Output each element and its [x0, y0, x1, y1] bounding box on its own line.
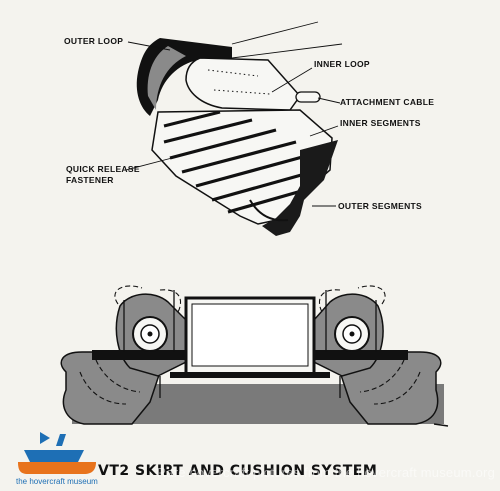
- ground-tick: [433, 423, 449, 427]
- hull-deck-right: [312, 350, 408, 360]
- dotted-seam-1: [207, 69, 259, 77]
- hull-deck-left: [92, 350, 188, 360]
- outer-loop-band: [147, 46, 186, 110]
- dotted-seam-2: [213, 89, 271, 95]
- right-fan-hub: [349, 331, 355, 337]
- label-quick-release: QUICK RELEASE: [66, 164, 140, 174]
- outer-segments-fold: [249, 199, 289, 222]
- logo-craft-body: [24, 450, 84, 462]
- inner-loop-shape: [185, 57, 301, 111]
- logo-fin-icon: [56, 434, 66, 446]
- skirt-cutaway-drawing: [125, 21, 343, 236]
- attachment-cable-roll: [295, 91, 321, 103]
- support-struts: [123, 290, 377, 398]
- logo-flag-icon: [40, 432, 50, 444]
- base-beam: [170, 372, 330, 378]
- outer-segments-shape: [262, 140, 338, 236]
- leader-lines: [125, 21, 343, 207]
- label-inner-loop: INNER LOOP: [314, 59, 370, 69]
- diagram-title: VT2 SKIRT AND CUSHION SYSTEM: [98, 463, 378, 479]
- cushion-cross-section: [60, 285, 449, 427]
- label-attachment-cable: ATTACHMENT CABLE: [340, 97, 434, 107]
- logo-skirt: [18, 462, 96, 474]
- dashed-skirt-outlines: [79, 285, 421, 405]
- label-inner-segments: INNER SEGMENTS: [340, 118, 421, 128]
- watermark-text: Rare hovercraft pictures from the hoverc…: [156, 465, 495, 480]
- hovercraft-museum-logo: [18, 432, 96, 474]
- logo-caption[interactable]: the hovercraft museum: [16, 477, 98, 486]
- label-fastener: FASTENER: [66, 175, 114, 185]
- left-fan-hub: [147, 331, 153, 337]
- label-outer-loop: OUTER LOOP: [64, 36, 123, 46]
- cabin-window: [191, 303, 309, 367]
- label-outer-segments: OUTER SEGMENTS: [338, 201, 422, 211]
